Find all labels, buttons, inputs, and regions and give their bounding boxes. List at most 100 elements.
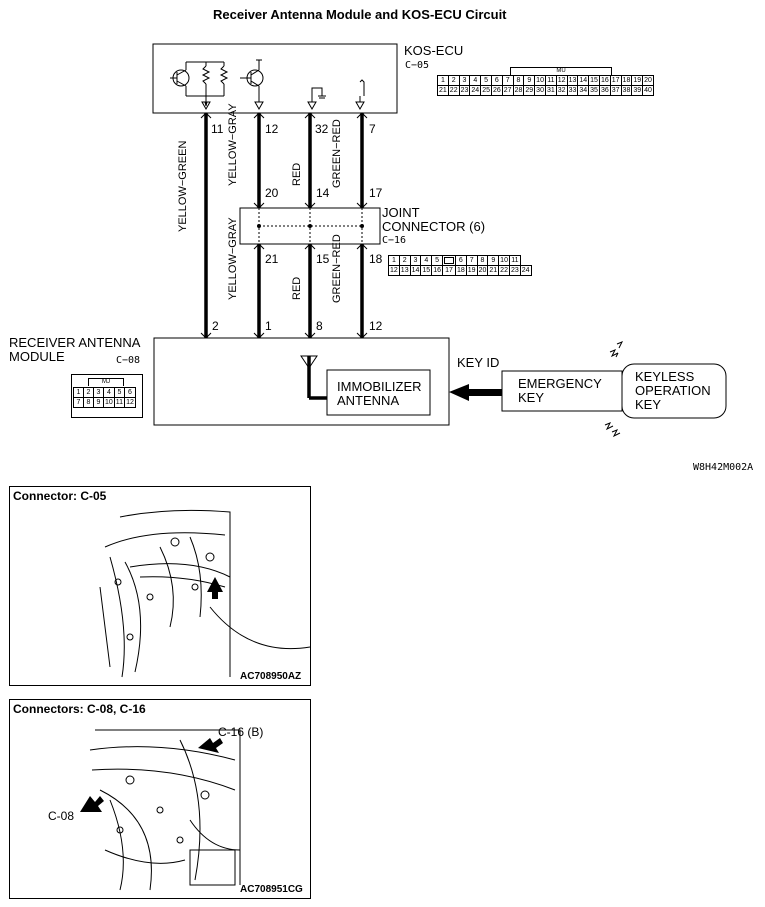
kos-ecu-pin-cell: 33 <box>566 85 579 96</box>
kos-ecu-connector-id: C−05 <box>405 60 430 71</box>
kos-ecu-pin-cell: 26 <box>490 85 503 96</box>
antenna-icon <box>300 355 327 400</box>
kos-ecu-label: KOS-ECU <box>404 43 464 58</box>
kos-ecu-pin-cell: 9 <box>523 75 536 86</box>
ecu-internal-circuit-icon <box>170 59 365 111</box>
wiring-diagram <box>152 43 727 438</box>
kos-ecu-pin-cell: 27 <box>501 85 514 96</box>
receiver-connector-housing <box>71 374 143 418</box>
radio-wave-icon <box>604 341 624 438</box>
joint-connector-pin-cell: 23 <box>508 265 521 276</box>
joint-connector-pin-cell: 11 <box>508 255 521 266</box>
wire-color-red-bottom: RED <box>291 276 303 300</box>
kos-ecu-pin-cell: 16 <box>598 75 611 86</box>
photo-c05-title: Connector: C-05 <box>13 489 107 503</box>
joint-connector-pin-cell: 5 <box>431 255 443 266</box>
joint-connector-pin-cell: 18 <box>454 265 467 276</box>
kos-ecu-box <box>152 43 398 114</box>
kos-ecu-pin-cell: 11 <box>544 75 557 86</box>
kos-ecu-pin-cell: 36 <box>598 85 611 96</box>
kos-ecu-pin-cell: 21 <box>437 85 449 96</box>
kos-ecu-pin-cell: 6 <box>490 75 503 86</box>
kos-ecu-pin-cell: 13 <box>566 75 579 86</box>
diagram-title: Receiver Antenna Module and KOS-ECU Circ… <box>213 7 507 22</box>
joint-connector-pin-cell: 13 <box>398 265 411 276</box>
photo-panel-c08-c16: Connectors: C-08, C-16 C-16 (B) C-08 AC7… <box>9 699 311 899</box>
kos-ecu-pin-cell: 7 <box>501 75 514 86</box>
receiver-pin-cell: 10 <box>103 397 115 408</box>
pin-jc-18: 18 <box>369 252 383 266</box>
joint-connector-pin-cell: 10 <box>498 255 510 266</box>
receiver-pin-cell: 9 <box>93 397 104 408</box>
joint-connector-pin-cell: 19 <box>465 265 478 276</box>
wire-color-yellow-gray-bottom: YELLOW−GRAY <box>227 217 239 300</box>
kos-ecu-pin-cell: 18 <box>620 75 633 86</box>
photo-panel-c05: Connector: C-05 AC708950AZ <box>9 486 311 686</box>
joint-connector-pin-cell: 2 <box>398 255 411 266</box>
kos-ecu-pin-cell: 5 <box>480 75 492 86</box>
key-id-label: KEY ID <box>457 355 500 370</box>
key-id-arrow <box>449 384 502 401</box>
kos-ecu-pin-cell: 29 <box>523 85 536 96</box>
wire-color-red-top: RED <box>291 162 303 186</box>
joint-connector-pin-cell: 8 <box>476 255 489 266</box>
kos-ecu-pin-cell: 20 <box>642 75 654 86</box>
joint-connector-pin-cell: 3 <box>409 255 422 266</box>
kos-ecu-pin-cell: 23 <box>458 85 471 96</box>
joint-connector-pin-cell <box>441 255 456 266</box>
wire-color-green-red-top: GREEN−RED <box>331 119 343 188</box>
diagram-code: W8H42M002A <box>693 462 754 473</box>
kos-ecu-pin-cell: 10 <box>534 75 546 86</box>
wire-color-yellow-gray-top: YELLOW−GRAY <box>227 103 239 186</box>
kos-ecu-pin-cell: 22 <box>447 85 460 96</box>
pin-mod-2: 2 <box>212 319 219 333</box>
pin-mod-8: 8 <box>316 319 323 333</box>
photo-c08-c16-code: AC708951CG <box>240 884 303 895</box>
wire-color-green-red-bottom: GREEN−RED <box>331 234 343 303</box>
keyless-operation-key-box <box>621 363 727 419</box>
joint-connector-pin-cell: 24 <box>519 265 532 276</box>
kos-ecu-pin-cell: 39 <box>631 85 644 96</box>
pin-ecu-12: 12 <box>265 122 279 136</box>
kos-ecu-pin-cell: 37 <box>609 85 622 96</box>
kos-ecu-pin-cell: 8 <box>512 75 525 86</box>
receiver-pin-cell: 2 <box>83 387 94 398</box>
receiver-pin-cell: 11 <box>113 397 126 408</box>
joint-connector-pin-cell: 22 <box>498 265 510 276</box>
joint-connector-pin-cell: 1 <box>388 255 400 266</box>
joint-connector-pin-cell: 12 <box>388 265 400 276</box>
harness-photo-c05-icon <box>99 509 310 678</box>
kos-ecu-pin-cell: 38 <box>620 85 633 96</box>
kos-ecu-pin-cell: 35 <box>588 85 600 96</box>
joint-connector-pin-cell: 21 <box>487 265 500 276</box>
joint-connector-pin-cell: 7 <box>465 255 478 266</box>
photo-c08-c16-title: Connectors: C-08, C-16 <box>13 702 146 716</box>
kos-ecu-pin-cell: 19 <box>631 75 644 86</box>
photo-label-c08: C-08 <box>48 809 75 823</box>
receiver-pin-cell: 5 <box>113 387 126 398</box>
joint-connector-pin-cell: 9 <box>487 255 500 266</box>
joint-connector-pin-cell: 6 <box>454 255 467 266</box>
kos-ecu-pin-cell: 24 <box>469 85 482 96</box>
pin-ecu-32: 32 <box>315 122 329 136</box>
joint-connector-pin-cell: 4 <box>420 255 433 266</box>
pin-ecu-7: 7 <box>369 122 376 136</box>
wire-color-yellow-green: YELLOW−GREEN <box>177 140 189 232</box>
immobilizer-antenna-box <box>326 369 431 416</box>
kos-ecu-pin-cell: 40 <box>642 85 654 96</box>
pin-jc-14: 14 <box>316 186 330 200</box>
receiver-pin-cell: 7 <box>73 397 84 408</box>
kos-ecu-pin-cell: 3 <box>458 75 471 86</box>
receiver-connector-id: C−08 <box>116 355 141 366</box>
receiver-pin-cell: 4 <box>103 387 115 398</box>
photo-label-c16: C-16 (B) <box>218 725 264 739</box>
photo-c05-code: AC708950AZ <box>240 671 302 682</box>
pin-mod-1: 1 <box>265 319 272 333</box>
kos-ecu-pin-cell: 17 <box>609 75 622 86</box>
pin-jc-20: 20 <box>265 186 279 200</box>
